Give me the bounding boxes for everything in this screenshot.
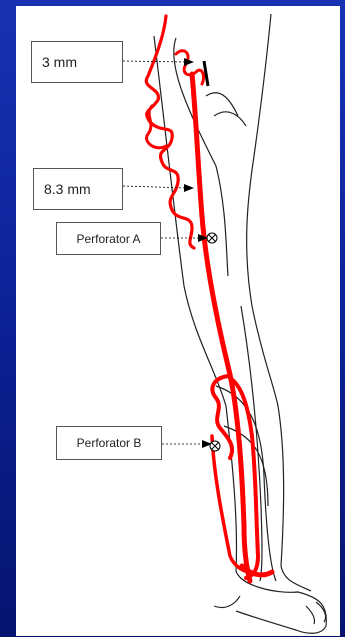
perforator-a-marker <box>207 233 217 243</box>
distal-diameter-text: 8.3 mm <box>44 181 91 197</box>
perforator-b-label: Perforator B <box>56 426 162 460</box>
perforator-b-marker <box>210 441 220 451</box>
proximal-diameter-text: 3 mm <box>42 54 77 70</box>
perforator-b-text: Perforator B <box>77 436 142 450</box>
diagram-panel: 3 mm 8.3 mm Perforator A Perforator B <box>16 6 340 636</box>
perforator-a-label: Perforator A <box>56 222 161 255</box>
distal-diameter-label: 8.3 mm <box>33 168 123 210</box>
measurement-bar <box>204 61 208 86</box>
leg-vein-diagram <box>16 6 340 636</box>
perforator-a-text: Perforator A <box>76 232 140 246</box>
proximal-diameter-label: 3 mm <box>31 41 123 83</box>
leg-outline <box>154 14 326 633</box>
